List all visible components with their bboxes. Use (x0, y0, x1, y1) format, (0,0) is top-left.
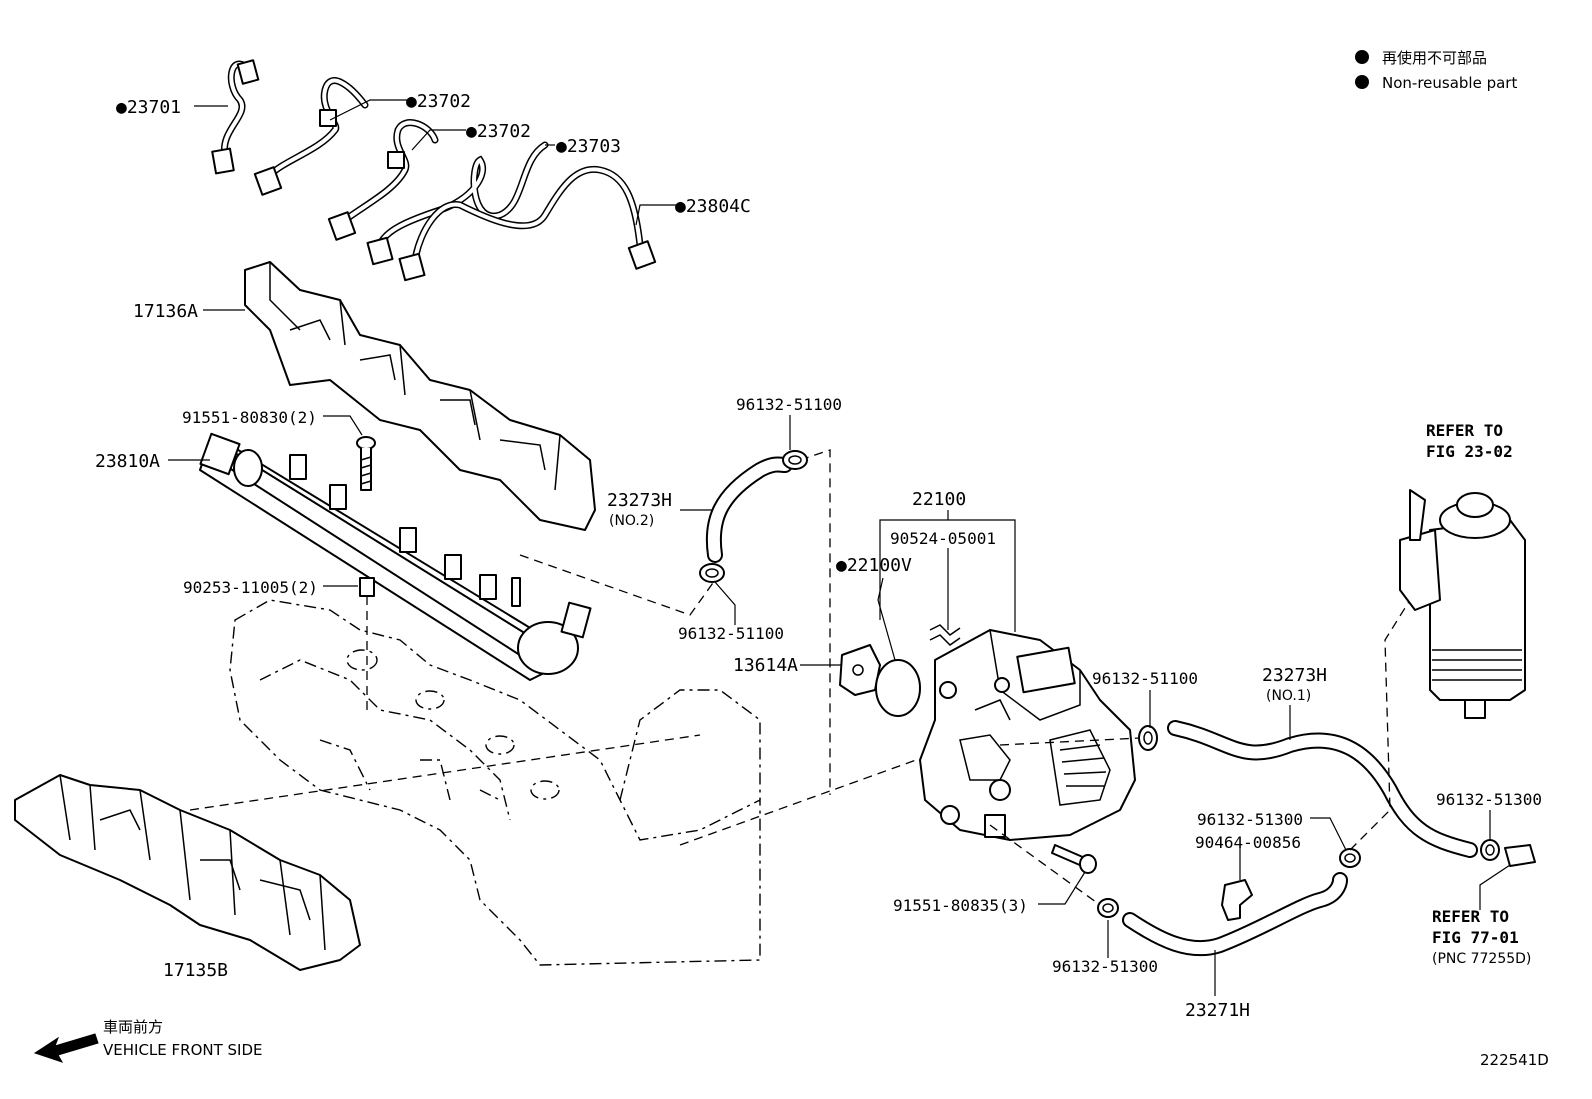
fuel-hose-23273h-no2 (705, 456, 793, 563)
label-17135b: 17135B (163, 960, 228, 981)
direction-en: VEHICLE FRONT SIDE (103, 1041, 263, 1059)
hose-clamp-96132-51100-top (782, 450, 808, 470)
injection-pipe-23804c (398, 165, 657, 282)
label-23810a: 23810A (95, 451, 160, 472)
engine-block-phantom (229, 599, 761, 966)
cover-guide-line (189, 734, 701, 811)
hose-clamp-96132-51100-mid (699, 563, 725, 583)
bullet-icon (1355, 75, 1369, 89)
legend: 再使用不可部品 Non-reusable part (1355, 49, 1517, 92)
bullet-icon (1355, 50, 1369, 64)
refer-note-top: REFER TO FIG 23-02 (1426, 421, 1513, 461)
label-96132-51300-b: 96132-51300 (1436, 790, 1542, 809)
hose-clamp-96132-51300-c (1097, 898, 1119, 918)
label-90524-05001: 90524-05001 (890, 529, 996, 548)
label-22100: 22100 (912, 489, 966, 510)
rail-cover-17136a (244, 261, 596, 531)
pump-guide-line (679, 754, 931, 846)
label-23273h-no1: 23273H (1262, 665, 1327, 686)
label-91551-80835: 91551-80835(3) (893, 896, 1028, 915)
label-23273h-no1-sub: (NO.1) (1266, 688, 1311, 704)
callout-labels: ●23701 ●23702 ●23702 ●23703 ●23804C 1713… (95, 91, 1542, 1021)
label-96132-51100-right: 96132-51100 (1092, 669, 1198, 688)
label-23702-b: ●23702 (466, 121, 531, 142)
refer-top-line1: REFER TO (1426, 421, 1503, 440)
label-96132-51300-a: 96132-51300 (1197, 810, 1303, 829)
label-23273h-no2: 23273H (607, 490, 672, 511)
legend-jp: 再使用不可部品 (1382, 49, 1487, 67)
gasket-90524-05001 (929, 624, 961, 646)
figure-id: 222541D (1480, 1051, 1549, 1069)
label-23273h-no2-sub: (NO.2) (609, 513, 654, 529)
bolt-guide-line (989, 824, 1101, 906)
refer-top-line2: FIG 23-02 (1426, 442, 1513, 461)
hose-guide-line (799, 449, 831, 795)
hose-end-pnc-77255d (1504, 844, 1536, 867)
label-23703: ●23703 (556, 136, 621, 157)
fuel-hose-23273h-no1 (1167, 720, 1478, 858)
hose-clamp-90464-00856 (1221, 879, 1253, 921)
lower-cover-17135b (14, 774, 361, 971)
bracket-box-22100 (879, 510, 1016, 632)
direction-jp: 車両前方 (103, 1018, 163, 1036)
label-23701: ●23701 (116, 97, 181, 118)
refer-bottom-line3: (PNC 77255D) (1432, 951, 1531, 967)
bolt-91551-80830 (356, 436, 376, 491)
injection-pipe-23702-a (253, 77, 369, 196)
label-90464-00856: 90464-00856 (1195, 833, 1301, 852)
pump-hose-guide-line (999, 737, 1141, 746)
o-ring-22100v (875, 659, 921, 717)
label-91551-80830: 91551-80830(2) (182, 408, 317, 427)
label-96132-51100-top: 96132-51100 (736, 395, 842, 414)
injection-pipe-23702-b (327, 119, 439, 241)
fuel-pump-22100 (919, 629, 1136, 841)
refer-bottom-line1: REFER TO (1432, 907, 1509, 926)
legend-en: Non-reusable part (1382, 74, 1517, 92)
injection-pipe-23701 (211, 59, 260, 175)
bracket-13614a (839, 644, 881, 696)
label-13614a: 13614A (733, 655, 798, 676)
hose-clamp-96132-51300-b (1480, 839, 1500, 861)
fuel-filter-assembly (1399, 489, 1526, 719)
dowel-90253-11005 (359, 577, 375, 597)
label-96132-51300-c: 96132-51300 (1052, 957, 1158, 976)
hose-clamp-96132-51100-right (1138, 725, 1158, 751)
fuel-hose-23271h (1122, 872, 1348, 957)
rail-guide-line (519, 554, 716, 616)
leader-lines (168, 99, 1511, 996)
label-23702-a: ●23702 (406, 91, 471, 112)
label-90253-11005: 90253-11005(2) (183, 578, 318, 597)
bolt-91551-80835 (1051, 844, 1097, 874)
label-23804c: ●23804C (675, 196, 751, 217)
vehicle-front-indicator: 車両前方 VEHICLE FRONT SIDE (33, 1018, 263, 1063)
arrow-left-icon (33, 1033, 99, 1063)
label-22100v: ●22100V (836, 555, 912, 576)
label-23271h: 23271H (1185, 1000, 1250, 1021)
refer-bottom-line2: FIG 77-01 (1432, 928, 1519, 947)
injection-pipe-23703 (366, 141, 549, 266)
label-96132-51100-mid: 96132-51100 (678, 624, 784, 643)
hose-clamp-96132-51300-a (1339, 848, 1361, 868)
filter-guide-line (1349, 599, 1411, 851)
label-17136a: 17136A (133, 301, 198, 322)
refer-note-bottom: REFER TO FIG 77-01 (PNC 77255D) (1432, 907, 1531, 967)
fuel-rail-23810a (199, 432, 592, 681)
